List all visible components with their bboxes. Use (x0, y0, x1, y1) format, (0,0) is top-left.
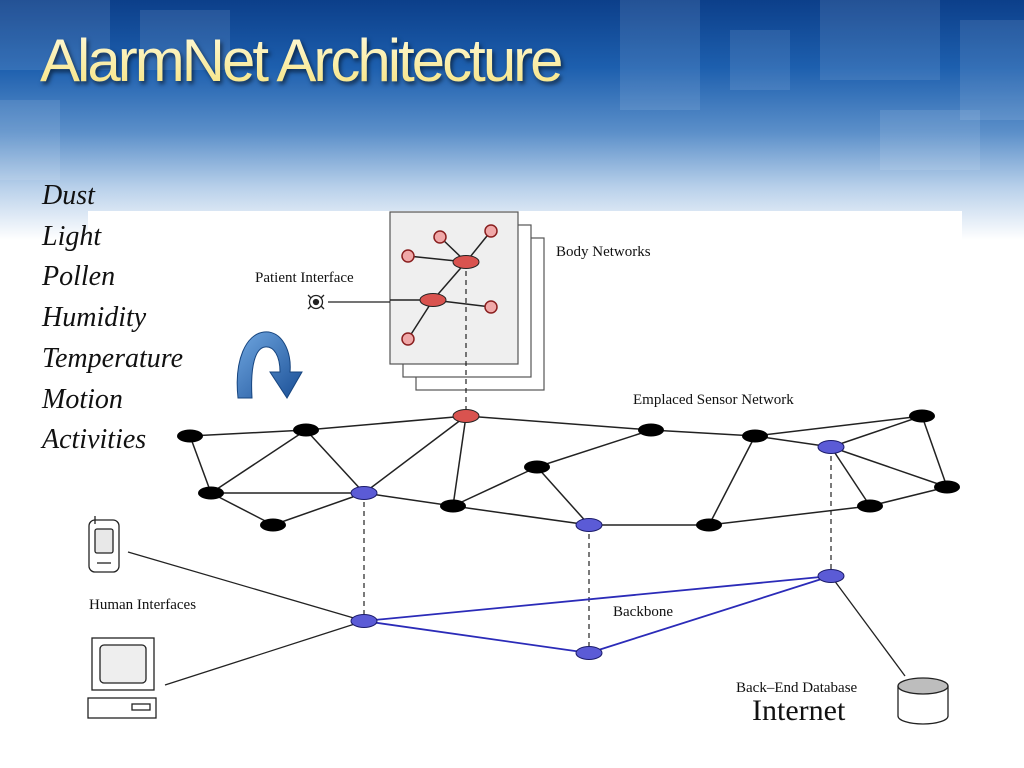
sensor-node (524, 460, 550, 474)
patient-sensor-icon (307, 294, 325, 310)
sensor-node (638, 423, 664, 437)
body-hub-node (419, 293, 447, 307)
sensor-type-item: Pollen (42, 261, 116, 293)
sensor-type-item: Temperature (42, 342, 184, 374)
gateway-node (575, 518, 603, 532)
sensor-node (198, 486, 224, 500)
gateway-node (817, 440, 845, 454)
slide-title: AlarmNet Architecture (40, 27, 564, 94)
mobile-phone-icon (88, 516, 120, 573)
body-sensor-node (484, 224, 498, 238)
body-networks-label: Body Networks (556, 244, 651, 260)
sensor-node (293, 423, 319, 437)
sensor-type-list: Dust Light Pollen Humidity Temperature M… (42, 176, 183, 461)
sensor-network-links (189, 415, 948, 526)
gateway-node (350, 614, 378, 628)
sensor-node (857, 499, 883, 513)
interface-links (127, 551, 906, 686)
database-icon (897, 677, 949, 725)
body-nodes (401, 224, 498, 423)
sensor-type-item: Activities (42, 424, 147, 456)
sensor-node (696, 518, 722, 532)
curved-arrow-icon (236, 331, 303, 399)
patient-interface-label: Patient Interface (255, 270, 354, 286)
gateway-nodes (350, 440, 845, 660)
sensor-node (742, 429, 768, 443)
sensor-node (909, 409, 935, 423)
gateway-node (350, 486, 378, 500)
sensor-type-item: Humidity (42, 302, 147, 334)
body-gateway-node (452, 409, 480, 423)
sensor-type-item: Light (42, 220, 102, 252)
body-sensor-node (401, 332, 415, 346)
sensor-type-item: Motion (42, 383, 123, 415)
sensor-node (934, 480, 960, 494)
dashed-vertical-links (363, 262, 832, 653)
human-interfaces-label: Human Interfaces (89, 597, 196, 613)
gateway-node (817, 569, 845, 583)
body-sensor-node (401, 249, 415, 263)
body-sensor-node (433, 230, 447, 244)
backbone-links (363, 575, 832, 654)
sensor-node (177, 429, 203, 443)
backbone-label: Backbone (613, 604, 673, 620)
gateway-node (575, 646, 603, 660)
header-background (0, 0, 1024, 240)
sensor-node (440, 499, 466, 513)
internet-label: Internet (752, 694, 846, 727)
back-end-database-label: Back–End Database (736, 680, 858, 696)
body-sensor-node (484, 300, 498, 314)
emplaced-sensor-network-label: Emplaced Sensor Network (633, 392, 794, 408)
desktop-computer-icon (87, 637, 157, 719)
sensor-type-item: Dust (42, 180, 95, 211)
sensor-nodes (177, 409, 960, 532)
sensor-node (260, 518, 286, 532)
body-hub-node (452, 255, 480, 269)
body-network-cards (389, 211, 545, 391)
